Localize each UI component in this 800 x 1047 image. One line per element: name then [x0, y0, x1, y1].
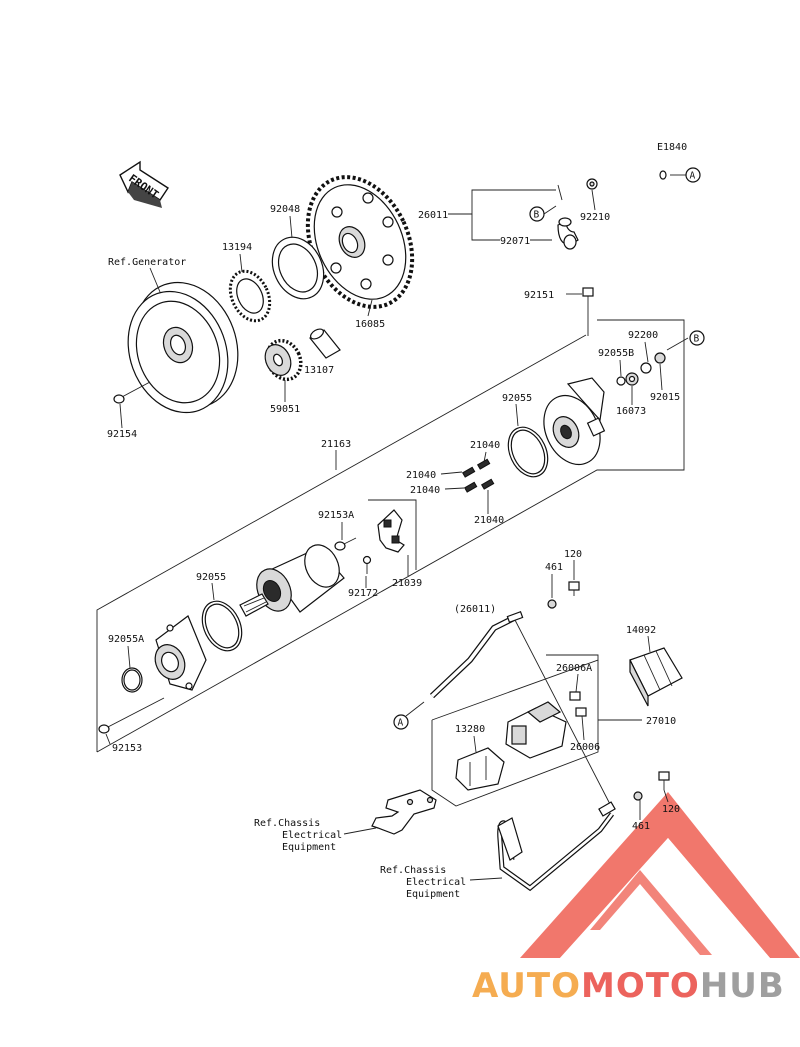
washer-461-top: [547, 599, 557, 609]
nut-92015: [654, 352, 666, 364]
label-16085: 16085: [355, 319, 385, 330]
front-arrow-icon: FRONT: [119, 160, 169, 208]
label-92055-top: 92055: [502, 393, 532, 404]
ref-chassis-2-line3: Equipment: [406, 889, 460, 900]
washer-461-bot: [633, 791, 643, 801]
label-21040-a: 21040: [470, 440, 500, 451]
starter-motor-yoke: [239, 544, 345, 617]
watermark-moto: MOTO: [581, 966, 700, 1006]
label-13280: 13280: [455, 724, 485, 735]
watermark-auto: AUTO: [472, 966, 581, 1006]
relay-cover-14092: [629, 647, 683, 707]
diagram-id: E1840: [657, 142, 687, 153]
screw-92153a: [334, 537, 357, 551]
label-461-bot: 461: [632, 821, 650, 832]
breather-hose-26011: [557, 160, 667, 250]
bolt-120-top: [568, 581, 580, 596]
ref-chassis-1-line3: Equipment: [282, 842, 336, 853]
label-59051: 59051: [270, 404, 300, 415]
connector-a-bot-label: A: [398, 718, 404, 729]
label-92055A: 92055A: [108, 634, 144, 645]
bolt-92154: [113, 381, 151, 404]
label-21039: 21039: [392, 578, 422, 589]
generator-rotor: [127, 281, 239, 414]
label-120-bot: 120: [662, 804, 680, 815]
label-21163: 21163: [321, 439, 351, 450]
starter-clutch-gear-16085: [305, 175, 415, 309]
relay-block-13280: [455, 747, 505, 791]
starter-relay: [505, 701, 567, 759]
label-13194: 13194: [222, 242, 252, 253]
screw-92172: [362, 555, 372, 574]
label-92048: 92048: [270, 204, 300, 215]
connector-b-mid-label: B: [694, 334, 700, 345]
ref-chassis-2-line2: Electrical: [406, 877, 466, 888]
through-bolt-92153: [98, 697, 165, 734]
watermark-hub: HUB: [700, 966, 785, 1006]
label-92200: 92200: [628, 330, 658, 341]
one-way-clutch-13194: [228, 269, 272, 323]
label-21040-b: 21040: [406, 470, 436, 481]
label-16073: 16073: [616, 406, 646, 417]
connector-a-bot: [393, 714, 409, 730]
brushes-21040: [461, 458, 495, 493]
brush-holder-21039: [377, 509, 405, 553]
connector-b-top-label: B: [534, 210, 540, 221]
label-92055-mid: 92055: [196, 572, 226, 583]
connector-b-mid: [689, 330, 705, 346]
ref-chassis-1-line2: Electrical: [282, 830, 342, 841]
ref-generator: Ref.Generator: [108, 257, 186, 268]
label-26011-ref: (26011): [454, 604, 496, 615]
label-92153: 92153: [112, 743, 142, 754]
starter-rear-cover: [543, 377, 606, 466]
label-26011: 26011: [418, 210, 448, 221]
label-92055B: 92055B: [598, 348, 634, 359]
ref-chassis-1-line1: Ref.Chassis: [254, 818, 320, 829]
label-92154: 92154: [107, 429, 137, 440]
fuse-26006: [575, 707, 587, 717]
label-120-top: 120: [564, 549, 582, 560]
starter-assy-frame-left: [96, 334, 587, 752]
svg-text:AUTOMOTOHUB: AUTOMOTOHUB: [472, 966, 785, 1006]
shaft-13107: [309, 328, 341, 359]
ref-chassis-2-line1: Ref.Chassis: [380, 865, 446, 876]
washer-92055b: [616, 376, 626, 386]
label-21040-d: 21040: [474, 515, 504, 526]
label-92071: 92071: [500, 236, 530, 247]
starter-front-cover: [154, 615, 207, 691]
bearing-ring-92048: [271, 236, 325, 300]
connector-a-top: [685, 167, 701, 183]
fuse-26006a: [569, 691, 581, 701]
label-92172: 92172: [348, 588, 378, 599]
label-26006A: 26006A: [556, 663, 592, 674]
watermark-logo: AUTOMOTOHUB: [472, 792, 800, 1006]
relay-assy-frame: [431, 654, 599, 721]
washer-92200: [640, 362, 652, 374]
starter-assy-frame-right: [96, 319, 685, 753]
label-92210: 92210: [580, 212, 610, 223]
label-92153A: 92153A: [318, 510, 354, 521]
mounting-bracket: [371, 789, 437, 835]
label-26006: 26006: [570, 742, 600, 753]
bolt-92151: [582, 287, 594, 336]
label-21040-c: 21040: [410, 485, 440, 496]
connector-a-top-label: A: [690, 171, 696, 182]
ground-cable: [497, 801, 616, 892]
label-92151: 92151: [524, 290, 554, 301]
starter-cable: [429, 611, 524, 699]
bolt-120-bot: [658, 771, 670, 790]
label-27010: 27010: [646, 716, 676, 727]
label-461-top: 461: [545, 562, 563, 573]
label-13107: 13107: [304, 365, 334, 376]
label-92015: 92015: [650, 392, 680, 403]
label-14092: 14092: [626, 625, 656, 636]
idle-gear-59051: [264, 338, 303, 382]
